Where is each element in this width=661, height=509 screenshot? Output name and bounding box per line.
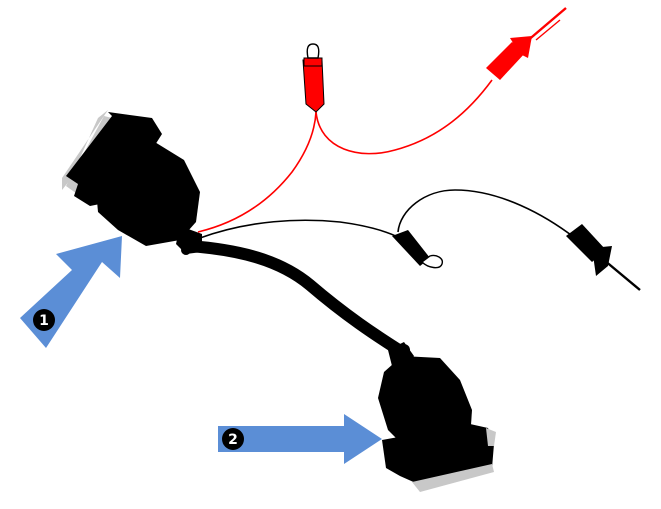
connector-2-edge bbox=[412, 464, 494, 492]
connector-2 bbox=[378, 342, 496, 492]
callout-arrow-2: 2 bbox=[218, 414, 382, 464]
red-wire-to-banana-plug bbox=[197, 111, 317, 233]
red-test-clip-hook bbox=[525, 7, 567, 43]
black-banana-plug bbox=[392, 230, 443, 269]
red-banana-plug bbox=[302, 43, 325, 113]
callout-arrow-1: 1 bbox=[20, 236, 122, 348]
connector-2-flange bbox=[382, 424, 494, 484]
wires bbox=[197, 79, 576, 239]
red-test-clip-pin bbox=[535, 19, 561, 41]
black-test-clip-head bbox=[592, 246, 612, 276]
red-banana-plug-tip bbox=[306, 43, 320, 59]
main-cable bbox=[184, 240, 408, 358]
red-wire-to-test-clip bbox=[315, 79, 493, 155]
black-wire-to-test-clip bbox=[397, 189, 576, 239]
black-banana-plug-tip bbox=[420, 254, 443, 269]
callout-marker-2 bbox=[222, 428, 244, 450]
callout-marker-2-label: 2 bbox=[228, 432, 238, 448]
connector-1-screw bbox=[181, 245, 191, 255]
connector-2-screw bbox=[398, 344, 410, 356]
callout-marker-1-label: 1 bbox=[39, 313, 49, 329]
red-banana-plug-collar bbox=[303, 57, 323, 67]
black-banana-plug-body bbox=[392, 230, 430, 266]
connector-2-edge-tab bbox=[486, 428, 496, 446]
red-banana-plug-body bbox=[302, 59, 325, 113]
connector-1-body bbox=[96, 128, 200, 246]
red-test-clip bbox=[486, 7, 567, 80]
black-wire-to-banana-plug bbox=[199, 219, 401, 239]
red-test-clip-body bbox=[486, 42, 526, 80]
callout-marker-1 bbox=[33, 309, 55, 331]
connector-1 bbox=[62, 110, 202, 255]
callout-arrow-2-shape bbox=[218, 414, 382, 464]
black-test-clip-hook bbox=[603, 259, 641, 291]
callout-arrow-1-shape bbox=[20, 236, 122, 348]
black-test-clip bbox=[566, 224, 641, 291]
